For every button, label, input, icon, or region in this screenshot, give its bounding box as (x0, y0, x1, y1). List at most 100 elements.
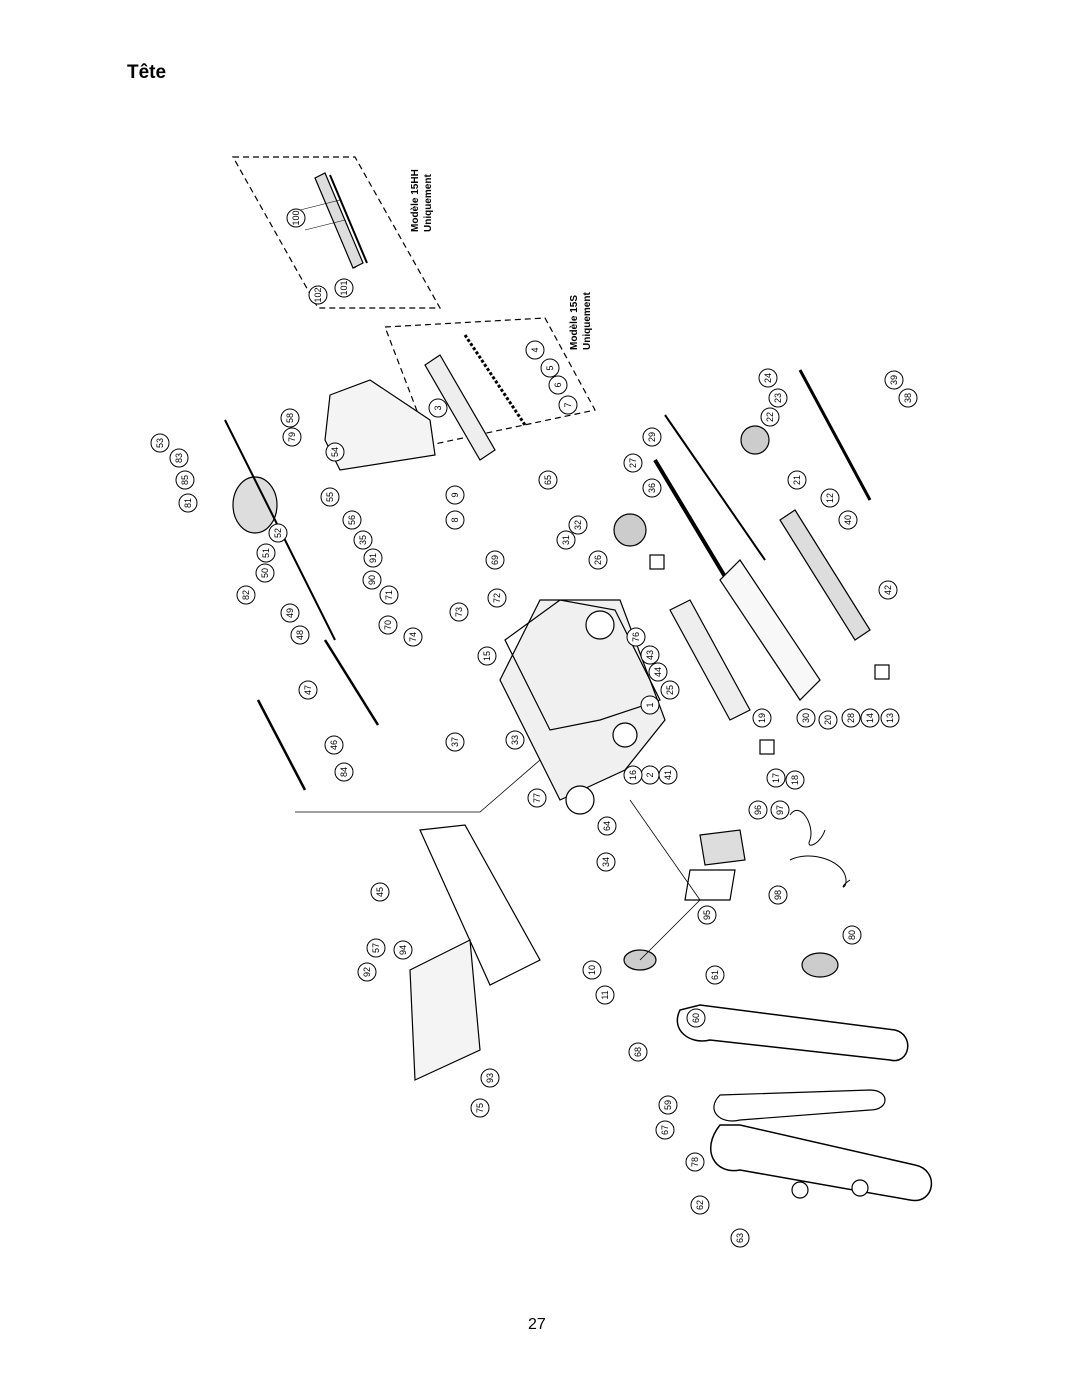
callout-number: 3 (433, 405, 443, 410)
callout-balloon (658, 1095, 678, 1115)
callout-number: 92 (362, 967, 372, 977)
callout-24: 24 (758, 368, 778, 388)
callout-balloon (628, 1042, 648, 1062)
callout-number: 62 (695, 1200, 705, 1210)
callout-16: 16 (623, 765, 643, 785)
callout-8: 8 (445, 510, 465, 530)
callout-10: 10 (582, 960, 602, 980)
callout-balloon (884, 370, 904, 390)
callout-number: 98 (773, 890, 783, 900)
callout-number: 25 (665, 685, 675, 695)
guard-knob-right (851, 1179, 869, 1197)
callout-balloon (362, 570, 382, 590)
callout-72: 72 (487, 588, 507, 608)
callout-balloon (379, 585, 399, 605)
model-15s-sublabel: Uniquement (582, 292, 593, 350)
callout-balloon (324, 735, 344, 755)
callout-74: 74 (403, 627, 423, 647)
callout-balloon (485, 550, 505, 570)
callout-number: 30 (801, 713, 811, 723)
callout-balloon (596, 852, 616, 872)
callout-2: 2 (640, 765, 660, 785)
callout-number: 41 (663, 770, 673, 780)
callout-balloon (366, 938, 386, 958)
callout-number: 78 (690, 1157, 700, 1167)
callout-number: 28 (846, 713, 856, 723)
callout-balloon (255, 563, 275, 583)
callout-balloon (268, 523, 288, 543)
callout-94: 94 (393, 940, 413, 960)
callout-number: 4 (530, 347, 540, 352)
callout-balloon (588, 550, 608, 570)
callout-number: 12 (825, 493, 835, 503)
callout-15: 15 (477, 646, 497, 666)
callout-balloon (505, 730, 525, 750)
callout-balloon (449, 602, 469, 622)
callout-number: 57 (371, 943, 381, 953)
outfeed-shaft-40 (798, 369, 872, 501)
callout-42: 42 (878, 580, 898, 600)
callout-53: 53 (150, 433, 170, 453)
callout-number: 75 (475, 1103, 485, 1113)
callout-30: 30 (796, 708, 816, 728)
callout-balloon (760, 407, 780, 427)
callout-balloon (685, 1152, 705, 1172)
callout-number: 68 (633, 1047, 643, 1057)
callout-61: 61 (705, 965, 725, 985)
callout-number: 33 (510, 735, 520, 745)
callout-balloon (150, 433, 170, 453)
callout-92: 92 (357, 962, 377, 982)
leader-line-main (295, 759, 541, 813)
callout-37: 37 (445, 732, 465, 752)
callout-balloon (640, 645, 660, 665)
callout-balloon (487, 588, 507, 608)
callout-balloon (280, 408, 300, 428)
callout-balloon (697, 905, 717, 925)
callout-balloon (548, 375, 568, 395)
callout-balloon (527, 788, 547, 808)
callout-balloon (378, 615, 398, 635)
callout-balloon (818, 710, 838, 730)
cutterhead-pulley-part (801, 952, 839, 978)
callout-96: 96 (748, 800, 768, 820)
callout-number: 35 (358, 535, 368, 545)
callout-number: 77 (532, 793, 542, 803)
callout-balloon (626, 627, 646, 647)
callout-33: 33 (505, 730, 525, 750)
callout-70: 70 (378, 615, 398, 635)
callout-54: 54 (325, 442, 345, 462)
callout-number: 72 (492, 593, 502, 603)
callout-number: 91 (368, 553, 378, 563)
callout-number: 65 (543, 475, 553, 485)
callout-balloon (334, 762, 354, 782)
callout-number: 14 (865, 713, 875, 723)
callout-number: 19 (757, 713, 767, 723)
callout-12: 12 (820, 488, 840, 508)
callout-balloon (558, 395, 578, 415)
callout-number: 83 (174, 453, 184, 463)
callout-balloon (842, 925, 862, 945)
callout-number: 45 (375, 887, 385, 897)
callout-101: 101 (334, 278, 354, 298)
callout-36: 36 (642, 478, 662, 498)
callout-balloon (334, 278, 354, 298)
model-15s-dashed-box (384, 317, 596, 446)
roller-part-25 (669, 599, 751, 721)
callout-number: 70 (383, 620, 393, 630)
callout-25: 25 (660, 680, 680, 700)
callout-balloon (445, 732, 465, 752)
motor-part (684, 829, 746, 901)
callout-95: 95 (697, 905, 717, 925)
callout-balloon (648, 662, 668, 682)
bearing-block-13c (874, 664, 890, 680)
chip-deflector-part (719, 559, 821, 701)
callout-balloon (477, 646, 497, 666)
callout-number: 71 (384, 590, 394, 600)
callout-number: 63 (735, 1233, 745, 1243)
callout-balloon (370, 882, 390, 902)
callout-number: 48 (295, 630, 305, 640)
callout-98: 98 (768, 885, 788, 905)
callout-number: 40 (843, 515, 853, 525)
callout-balloon (403, 627, 423, 647)
callout-number: 51 (261, 548, 271, 558)
